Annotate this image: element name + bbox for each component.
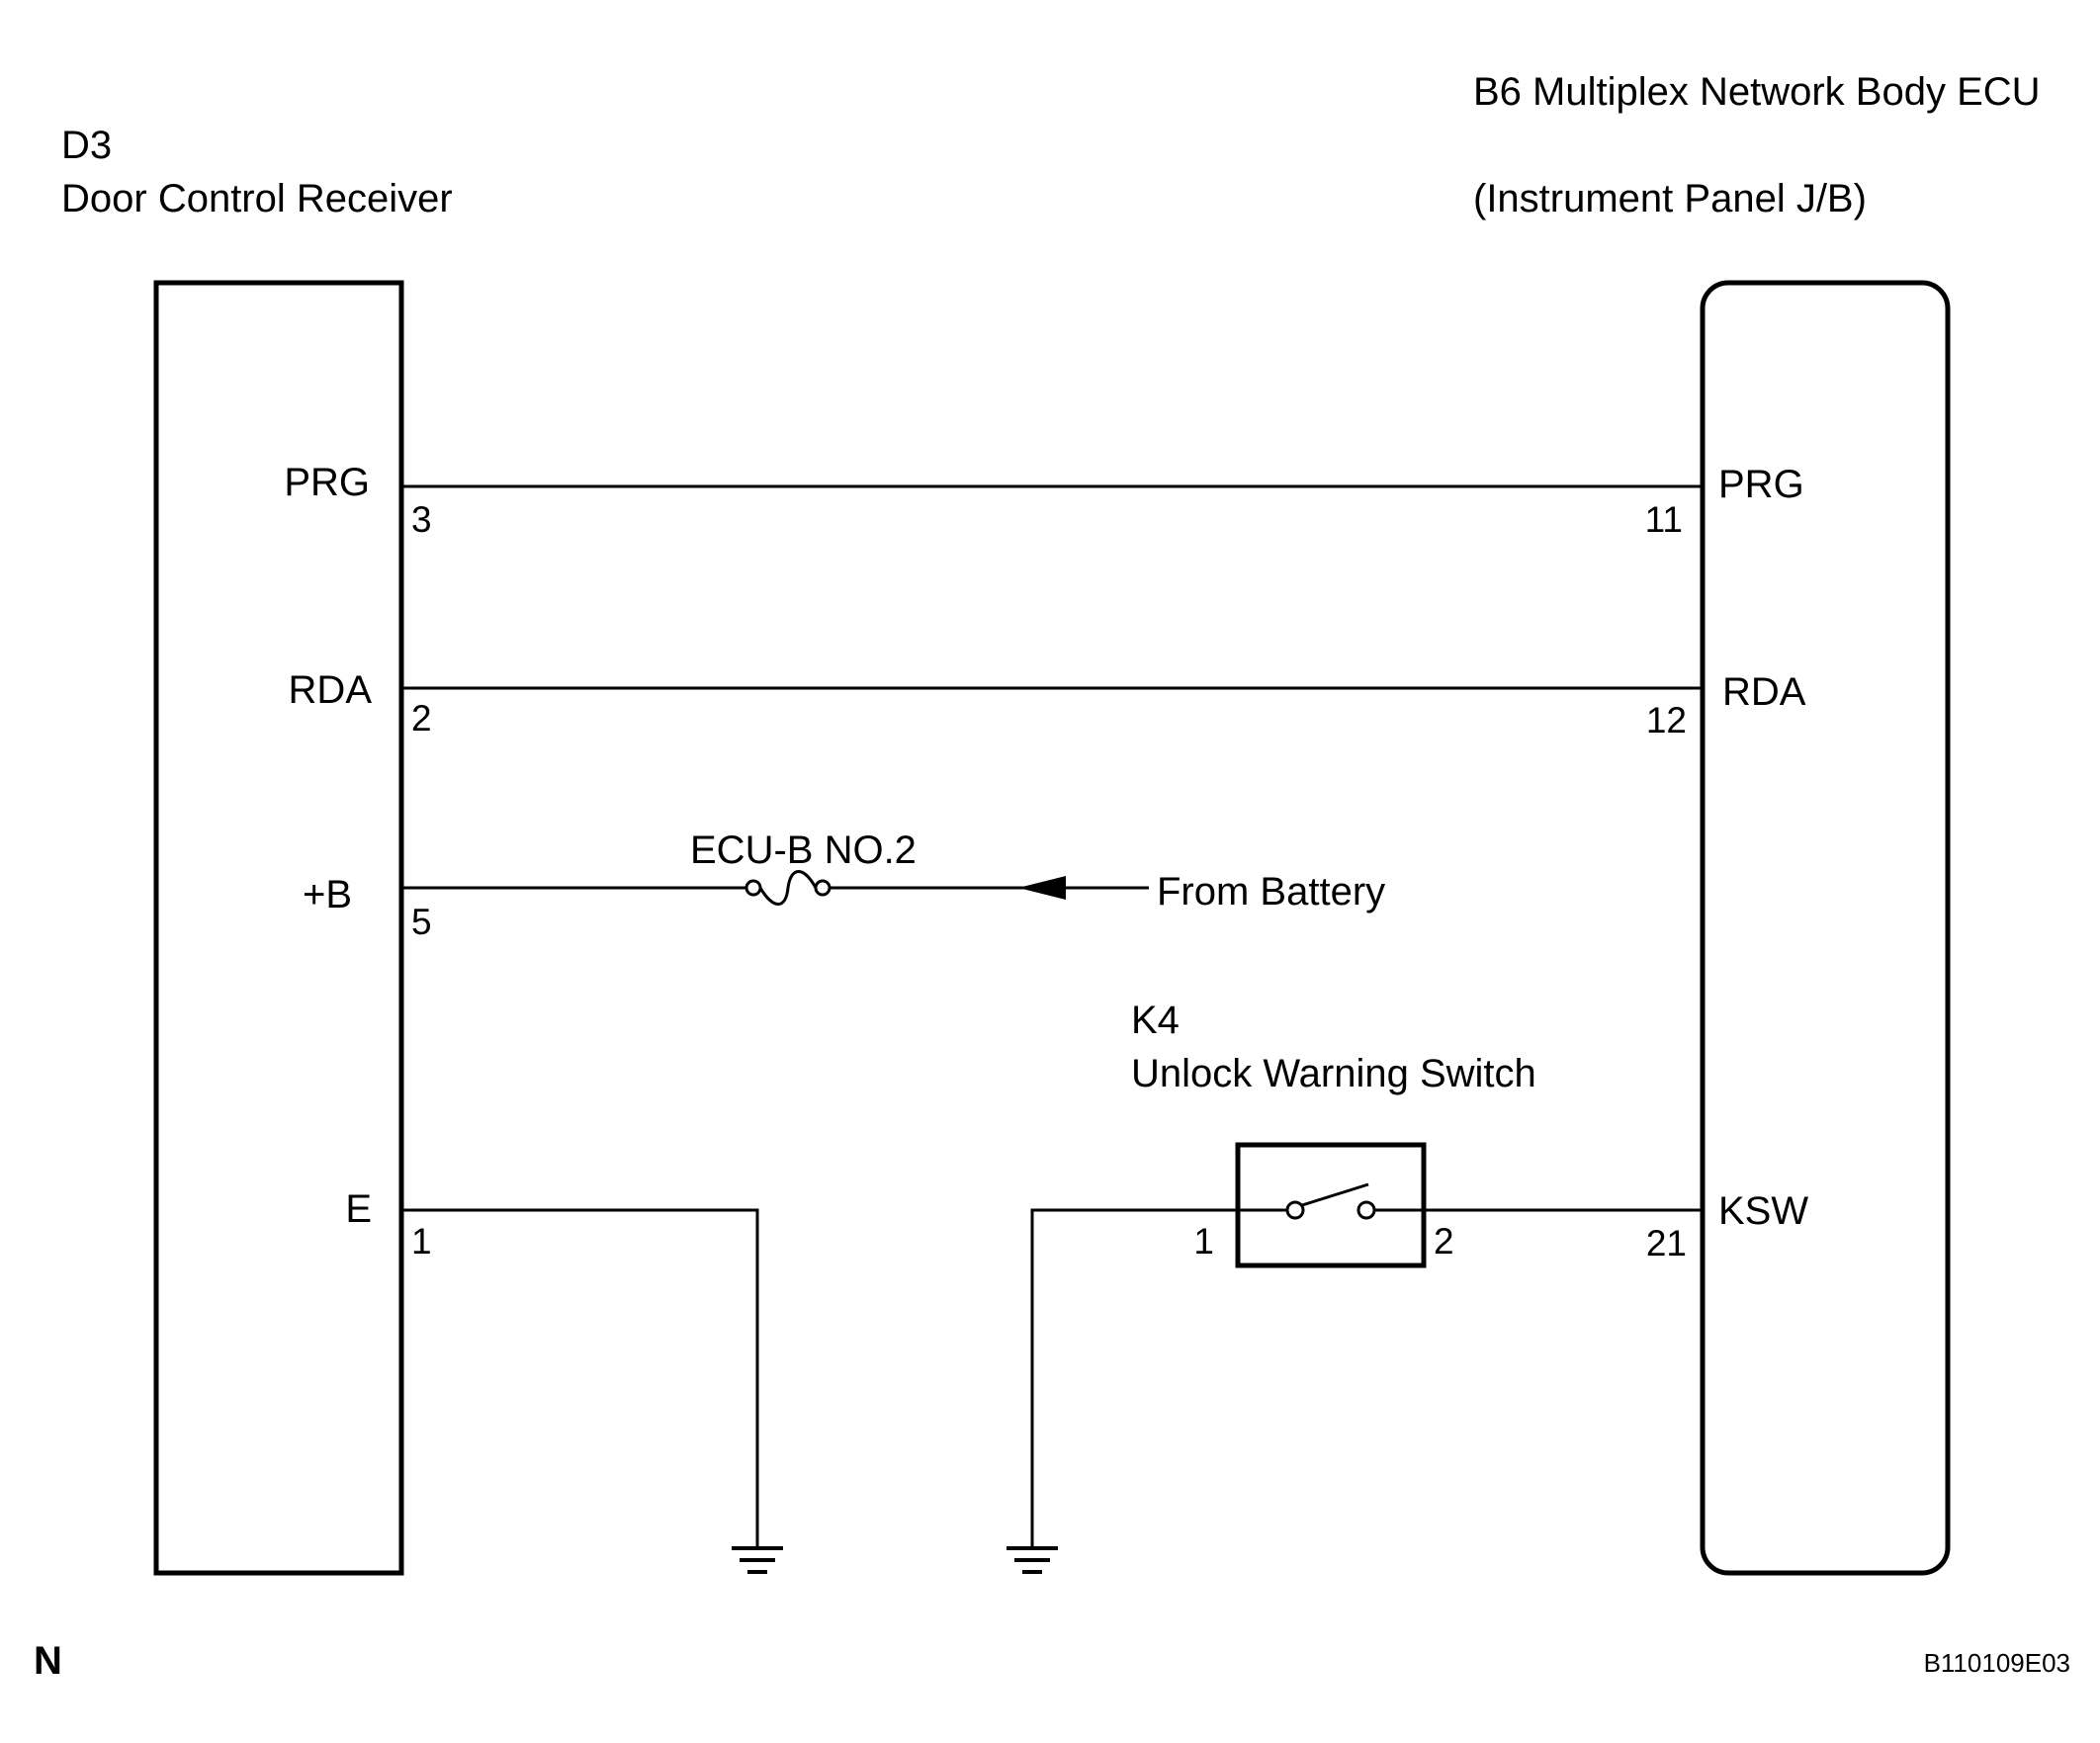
switch-ground-wire	[1030, 1208, 1238, 1548]
ground-icon	[1006, 1546, 1058, 1574]
switch-code: K4	[1131, 999, 1180, 1042]
arrow-left-icon	[1018, 876, 1066, 900]
ground-icon	[732, 1546, 783, 1574]
switch-contact-icon	[1238, 1182, 1424, 1220]
switch-pin-2: 2	[1434, 1221, 1454, 1262]
footer-left-mark: N	[34, 1639, 62, 1683]
receiver-pin-plus-b-number: 5	[411, 902, 432, 942]
receiver-pin-plus-b-label: +B	[303, 873, 352, 916]
ecu-title: B6 Multiplex Network Body ECU	[1473, 70, 2041, 114]
ecu-pin-ksw-label: KSW	[1718, 1189, 1808, 1233]
ecu-subtitle: (Instrument Panel J/B)	[1473, 177, 1867, 220]
ecu-pin-rda-label: RDA	[1722, 670, 1806, 714]
e-ground-wire	[401, 1208, 759, 1548]
ecu-pin-prg-number: 11	[1645, 499, 1683, 540]
switch-pin-1: 1	[1193, 1221, 1214, 1262]
unlock-warning-switch-box	[1235, 1142, 1427, 1268]
fuse-icon	[744, 870, 831, 906]
body-ecu-box	[1700, 280, 1951, 1576]
door-control-receiver-box	[153, 280, 404, 1576]
receiver-pin-e-label: E	[345, 1187, 372, 1231]
ecu-pin-prg-label: PRG	[1718, 463, 1804, 506]
figure-id: B110109E03	[1924, 1648, 2070, 1678]
ecu-pin-rda-number: 12	[1646, 700, 1687, 741]
receiver-pin-rda-label: RDA	[289, 668, 373, 712]
receiver-code: D3	[61, 124, 112, 167]
receiver-pin-prg-label: PRG	[284, 461, 370, 504]
battery-label: From Battery	[1157, 870, 1385, 914]
fuse-label: ECU-B NO.2	[690, 828, 917, 872]
receiver-pin-rda-number: 2	[411, 698, 432, 739]
receiver-name: Door Control Receiver	[61, 177, 453, 220]
receiver-pin-e-number: 1	[411, 1221, 432, 1262]
receiver-pin-prg-number: 3	[411, 499, 432, 540]
switch-name: Unlock Warning Switch	[1131, 1052, 1536, 1095]
ecu-pin-ksw-number: 21	[1646, 1223, 1687, 1264]
